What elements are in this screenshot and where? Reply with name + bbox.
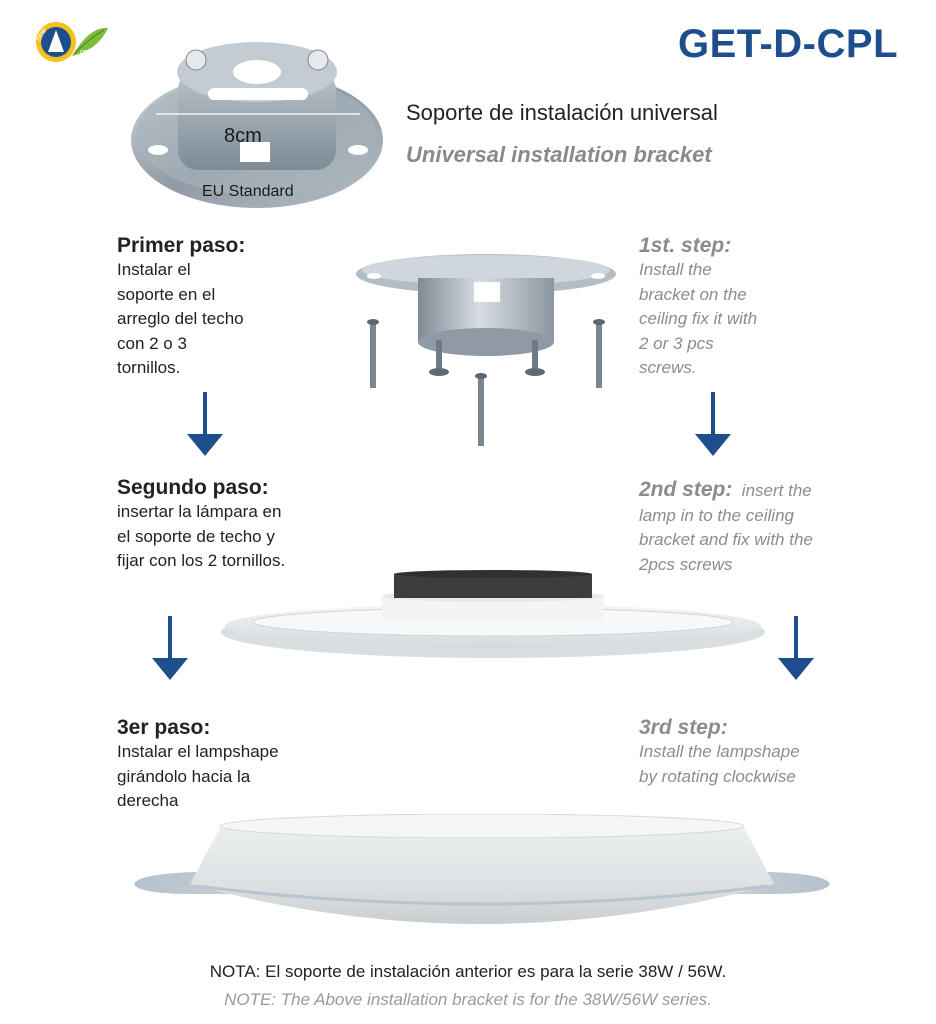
- logo-text-bottom: gold: [80, 49, 94, 56]
- step3-es-heading: 3er paso:: [117, 716, 211, 739]
- step1-en-line: ceiling fix it with: [639, 309, 758, 328]
- dimension-label: 8cm: [224, 125, 262, 147]
- step2-spanish: Segundo paso: insertar la lámpara en el …: [117, 476, 285, 574]
- step1-es-line: tornillos.: [117, 358, 181, 377]
- step2-es-heading: Segundo paso:: [117, 476, 269, 499]
- standard-label: EU Standard: [202, 183, 294, 200]
- step1-en-line: bracket on the: [639, 284, 747, 304]
- step1-es-line: Instalar el: [117, 260, 191, 279]
- step3-es-line: derecha: [117, 791, 179, 810]
- step2-en-line: lamp in to the ceiling: [639, 505, 794, 525]
- brand-logo: one gold: [32, 16, 110, 68]
- lampshade-photo: [134, 813, 830, 946]
- step1-en-line: Install the: [639, 260, 712, 279]
- down-arrow-icon: [693, 392, 733, 456]
- step1-en-heading: 1st. step:: [639, 234, 732, 257]
- step3-en-line: Install the lampshape: [639, 742, 800, 761]
- step3-en-line: by rotating clockwise: [639, 766, 796, 786]
- step2-en-heading: 2nd step:: [639, 478, 733, 501]
- step2-english: 2nd step: insert the lamp in to the ceil…: [639, 478, 813, 577]
- title-english: Universal installation bracket: [406, 142, 712, 167]
- step1-es-line: arreglo del techo: [117, 309, 244, 328]
- step2-es-line: el soporte de techo y: [117, 526, 275, 546]
- step1-en-line: 2 or 3 pcs: [639, 333, 714, 353]
- down-arrow-icon: [185, 392, 225, 456]
- note-english: NOTE: The Above installation bracket is …: [224, 990, 712, 1009]
- step3-es-line: Instalar el lampshape: [117, 742, 279, 761]
- down-arrow-icon: [150, 616, 190, 680]
- step1-es-line: con 2 o 3: [117, 333, 187, 353]
- step1-spanish: Primer paso: Instalar el soporte en el a…: [117, 234, 245, 381]
- step1-es-line: soporte en el: [117, 284, 216, 304]
- step2-en-line: 2pcs screws: [639, 554, 733, 574]
- bracket-photo: 8cm EU Standard: [128, 30, 386, 210]
- step3-es-line: girándolo hacia la: [117, 766, 251, 786]
- step2-es-line: insertar la lámpara en: [117, 502, 282, 521]
- step3-en-heading: 3rd step:: [639, 716, 728, 739]
- step1-english: 1st. step: Install the bracket on the ce…: [639, 234, 757, 381]
- step3-english: 3rd step: Install the lampshape by rotat…: [639, 716, 800, 789]
- step2-en-line: bracket and fix with the: [639, 530, 813, 549]
- note-spanish: NOTA: El soporte de instalación anterior…: [209, 962, 727, 981]
- model-title: GET-D-CPL: [677, 22, 898, 66]
- step1-es-heading: Primer paso:: [117, 234, 246, 257]
- step2-en-heading-tail: insert the: [741, 481, 812, 500]
- bracket-with-screws-photo: [352, 248, 620, 454]
- title-spanish: Soporte de instalación universal: [406, 100, 718, 125]
- down-arrow-icon: [776, 616, 816, 680]
- step3-spanish: 3er paso: Instalar el lampshape girándol…: [117, 716, 279, 814]
- step2-es-line: fijar con los 2 tornillos.: [117, 551, 286, 570]
- step1-en-line: screws.: [639, 358, 697, 377]
- lamp-base-photo: [218, 570, 768, 660]
